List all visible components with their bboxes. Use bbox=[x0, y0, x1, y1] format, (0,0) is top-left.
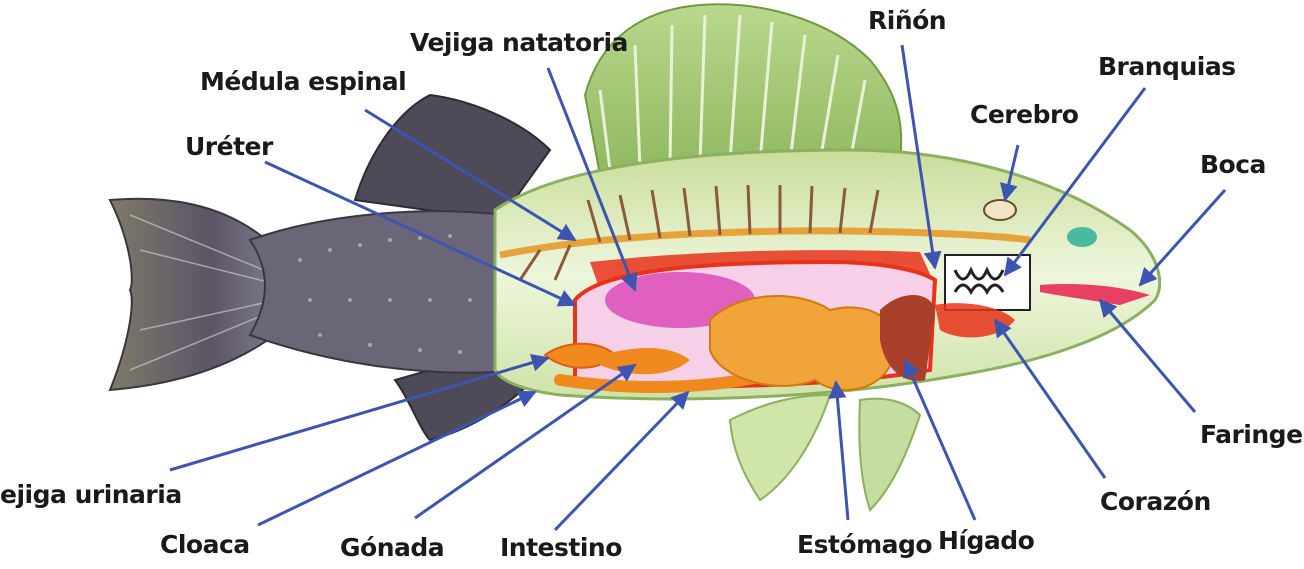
arrow-faringe bbox=[1100, 300, 1195, 412]
label-vejiga-urinaria: ejiga urinaria bbox=[0, 480, 182, 509]
label-corazon: Corazón bbox=[1100, 487, 1211, 516]
lower-fin bbox=[859, 399, 920, 510]
arrow-boca bbox=[1140, 190, 1225, 285]
gills bbox=[945, 255, 1030, 310]
label-cerebro: Cerebro bbox=[970, 100, 1079, 129]
arrow-cloaca bbox=[258, 392, 535, 525]
label-medula-espinal: Médula espinal bbox=[200, 67, 406, 96]
caudal-peduncle bbox=[250, 211, 520, 372]
label-estomago: Estómago bbox=[797, 530, 932, 559]
label-cloaca: Cloaca bbox=[160, 530, 250, 559]
label-intestino: Intestino bbox=[500, 533, 622, 562]
label-ureter: Uréter bbox=[185, 132, 273, 161]
pelvic-fin bbox=[730, 395, 830, 500]
arrow-higado bbox=[905, 360, 975, 520]
label-rinon: Riñón bbox=[868, 6, 946, 35]
label-branquias: Branquias bbox=[1098, 52, 1236, 81]
label-higado: Hígado bbox=[938, 526, 1034, 555]
label-faringe: Faringe bbox=[1200, 420, 1303, 449]
label-boca: Boca bbox=[1200, 150, 1266, 179]
label-gonada: Gónada bbox=[340, 533, 444, 562]
stomach bbox=[710, 296, 896, 390]
brain bbox=[984, 200, 1016, 220]
arrow-estomago bbox=[836, 382, 848, 520]
label-vejiga-natatoria: Vejiga natatoria bbox=[410, 28, 628, 57]
eye bbox=[1067, 227, 1097, 247]
arrow-intestino bbox=[555, 392, 688, 530]
